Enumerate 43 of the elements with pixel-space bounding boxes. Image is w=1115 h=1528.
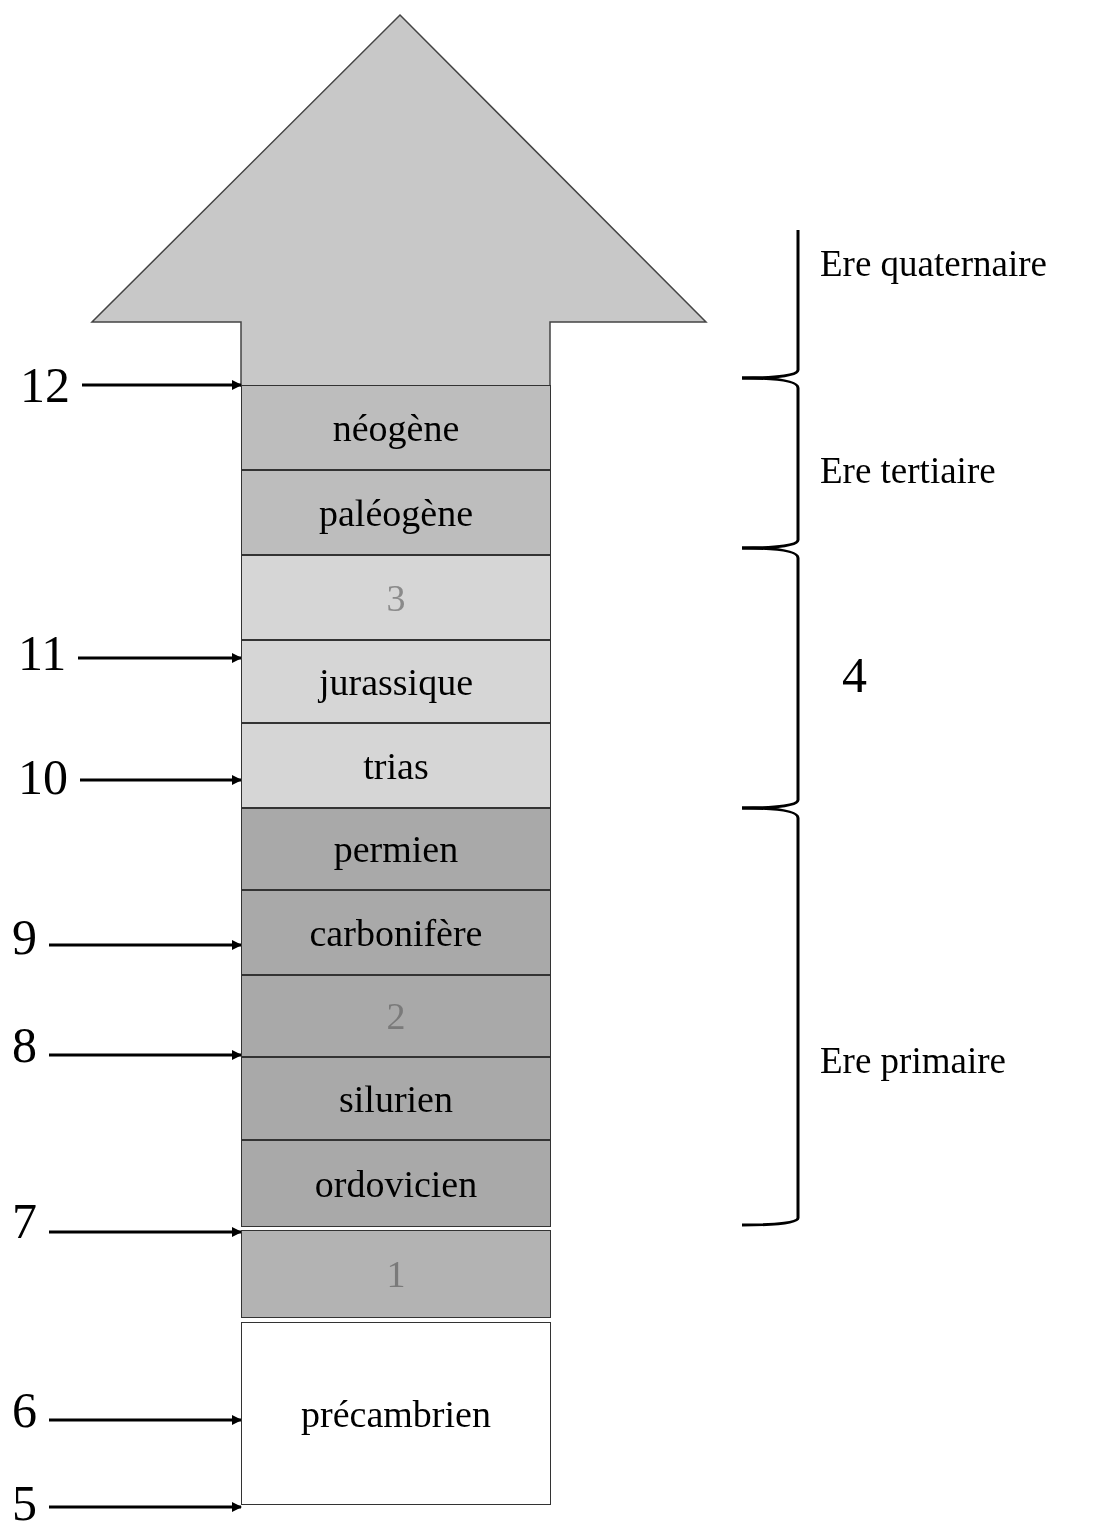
period-box: [241, 975, 551, 1057]
period-name: carbonifère: [309, 913, 483, 952]
period-box: [241, 808, 551, 890]
period-box: [241, 470, 551, 555]
period-name: trias: [363, 746, 429, 785]
callout-number: 10: [18, 752, 68, 802]
callout-number: 6: [12, 1385, 37, 1435]
period-box: [241, 1322, 551, 1505]
arrow: [49, 1502, 242, 1512]
arrow: [49, 1227, 242, 1237]
arrow: [49, 1415, 242, 1425]
period-number: 3: [386, 578, 406, 617]
callout-number: 5: [12, 1478, 37, 1528]
period-name: néogène: [332, 408, 460, 447]
period-number: 1: [386, 1255, 406, 1293]
callout-number: 8: [12, 1020, 37, 1070]
period-name: silurien: [339, 1079, 453, 1118]
arrow: [80, 775, 242, 785]
period-box: [241, 640, 551, 723]
period-box: [241, 890, 551, 975]
arrow: [82, 380, 242, 390]
arrow: [78, 653, 242, 663]
era-label: Ere quaternaire: [820, 245, 1047, 282]
period-name: jurassique: [318, 662, 474, 701]
callout-number: 12: [20, 360, 70, 410]
arrow: [49, 940, 242, 950]
era-label: 4: [842, 650, 867, 700]
period-box: [241, 1057, 551, 1140]
callout-number: 9: [12, 912, 37, 962]
callout-number: 11: [18, 628, 67, 678]
era-label: Ere primaire: [820, 1042, 1006, 1079]
arrow: [49, 1050, 242, 1060]
period-box: [241, 1230, 551, 1318]
period-name: précambrien: [301, 1394, 491, 1433]
callout-number: 7: [12, 1196, 37, 1246]
period-box: [241, 723, 551, 808]
period-name: paléogène: [319, 493, 473, 532]
era-label: Ere tertiaire: [820, 452, 996, 489]
period-box: [241, 1140, 551, 1227]
period-box: [241, 385, 551, 470]
period-box: [241, 555, 551, 640]
period-name: ordovicien: [314, 1164, 478, 1203]
period-name: permien: [333, 830, 459, 868]
